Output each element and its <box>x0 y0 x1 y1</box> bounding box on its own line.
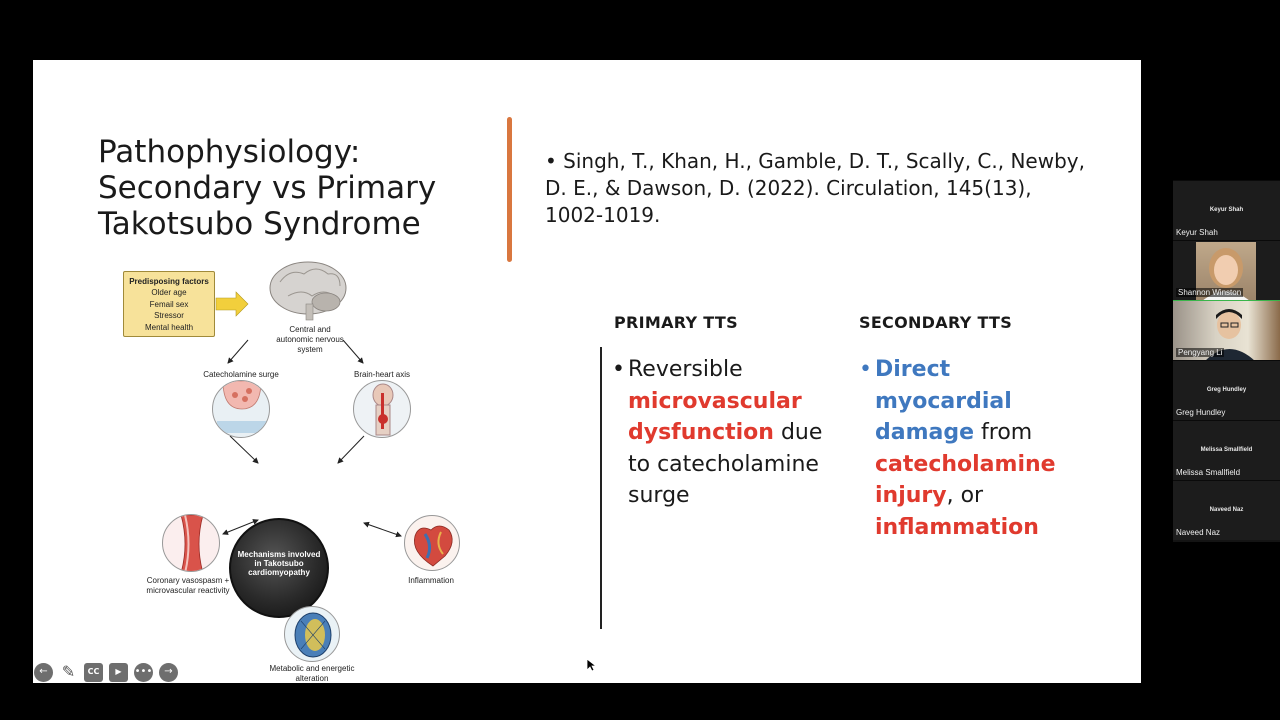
coronary-label: Coronary vasospasm + microvascular react… <box>146 576 230 595</box>
inflammation-label: Inflammation <box>408 576 454 585</box>
brain-heart-axis-illustration <box>353 380 411 438</box>
title-line-3: Takotsubo Syndrome <box>98 206 421 242</box>
arrow-brain-heartaxis <box>342 339 364 364</box>
predisposing-item: Older age <box>151 288 187 297</box>
arrow-center-inflammation <box>363 521 402 538</box>
catecholamine-label: Catecholamine surge <box>203 370 279 379</box>
brain-heart-axis-label: Brain-heart axis <box>353 370 411 379</box>
participant-tile-active[interactable]: Pengyang Li <box>1173 300 1280 361</box>
presentation-slide: Pathophysiology: Secondary vs Primary Ta… <box>33 60 1141 683</box>
mechanisms-center-circle <box>229 518 329 618</box>
predisposing-factors-box: Predisposing factors Older age Femail se… <box>123 271 215 337</box>
forward-icon[interactable]: → <box>159 662 178 682</box>
participant-tile[interactable]: Naveed Naz Naveed Naz <box>1173 480 1280 540</box>
secondary-highlight-blue: Direct myocardial damage <box>875 357 1012 445</box>
bullet-dot: • <box>612 357 625 382</box>
metabolic-label: Metabolic and energetic alteration <box>269 664 355 683</box>
mechanisms-label: Mechanisms involved in Takotsubo cardiom… <box>237 550 321 577</box>
inflammation-illustration <box>404 515 460 571</box>
arrow-center-coronary <box>222 519 259 535</box>
primary-post: due to catecholamine surge <box>628 420 823 508</box>
citation-bullet: • <box>545 149 557 173</box>
secondary-highlight-red-1: catecholamine injury <box>875 451 1056 509</box>
brain-illustration <box>269 261 347 321</box>
participant-center-name: Melissa Smallfield <box>1200 447 1253 453</box>
secondary-mid: from <box>974 420 1033 445</box>
presentation-toolbar: ← ✎ CC ▶ ••• → <box>34 661 178 683</box>
pen-icon[interactable]: ✎ <box>61 662 76 681</box>
mouse-cursor-icon <box>586 658 598 672</box>
captions-icon[interactable]: CC <box>84 662 103 682</box>
predisposing-arrow <box>215 291 249 317</box>
title-line-1: Pathophysiology: <box>98 134 361 170</box>
primary-tts-bullet: • Reversible microvascular dysfunction d… <box>612 354 832 512</box>
coronary-illustration <box>162 514 220 572</box>
accent-divider <box>507 117 512 262</box>
predisposing-heading: Predisposing factors <box>129 277 209 286</box>
participant-tile[interactable]: Shannon Winston <box>1173 240 1280 301</box>
citation-text: Singh, T., Khan, H., Gamble, D. T., Scal… <box>545 149 1085 227</box>
participant-tile[interactable]: Keyur Shah Keyur Shah <box>1173 180 1280 240</box>
primary-highlight: microvascular dysfunction <box>628 388 802 446</box>
video-off-icon[interactable]: ▶ <box>109 662 128 682</box>
predisposing-item: Stressor <box>154 311 184 320</box>
metabolic-illustration <box>284 606 340 662</box>
arrow-catecholamine-center <box>229 435 259 464</box>
participants-panel: Keyur Shah Keyur Shah Shannon Winston Pe… <box>1173 180 1280 542</box>
citation: • Singh, T., Khan, H., Gamble, D. T., Sc… <box>545 148 1085 229</box>
secondary-tts-text: Direct myocardial damage from catecholam… <box>859 354 1079 543</box>
more-icon[interactable]: ••• <box>134 662 153 682</box>
participant-name: Melissa Smallfield <box>1176 468 1241 477</box>
catecholamine-illustration <box>212 380 270 438</box>
secondary-tts-heading: SECONDARY TTS <box>859 313 1013 332</box>
participant-tile[interactable]: Melissa Smallfield Melissa Smallfield <box>1173 420 1280 480</box>
predisposing-item: Mental health <box>144 322 194 332</box>
mechanism-diagram: Predisposing factors Older age Femail se… <box>118 258 460 683</box>
predisposing-item: Femail sex <box>149 299 189 309</box>
participant-name: Pengyang Li <box>1176 348 1225 357</box>
participant-name: Naveed Naz <box>1176 528 1221 537</box>
primary-tts-heading: PRIMARY TTS <box>614 313 738 332</box>
participant-tile[interactable]: Greg Hundley Greg Hundley <box>1173 360 1280 420</box>
brain-label: Central and autonomic nervous system <box>276 325 344 354</box>
participant-name: Keyur Shah <box>1176 228 1218 237</box>
secondary-tts-bullet: • Direct myocardial damage from catechol… <box>859 354 1079 543</box>
secondary-mid-2: , or <box>946 483 984 508</box>
slide-title: Pathophysiology: Secondary vs Primary Ta… <box>98 134 458 242</box>
back-icon[interactable]: ← <box>34 662 53 682</box>
bullet-dot: • <box>859 357 872 382</box>
primary-tts-text: Reversible microvascular dysfunction due… <box>612 354 832 512</box>
primary-pre: Reversible <box>628 357 743 382</box>
column-divider <box>600 347 602 629</box>
secondary-highlight-red-2: inflammation <box>875 514 1039 540</box>
participant-center-name: Keyur Shah <box>1209 207 1244 213</box>
arrow-heartaxis-center <box>337 435 365 464</box>
title-line-2: Secondary vs Primary <box>98 170 437 206</box>
participant-center-name: Greg Hundley <box>1206 387 1247 393</box>
participant-name: Shannon Winston <box>1176 288 1244 297</box>
arrow-brain-catecholamine <box>227 339 249 364</box>
participant-center-name: Naveed Naz <box>1209 507 1244 513</box>
participant-name: Greg Hundley <box>1176 408 1226 417</box>
